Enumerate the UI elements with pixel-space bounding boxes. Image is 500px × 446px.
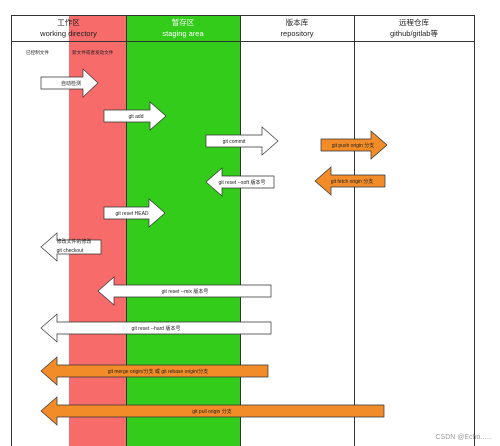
header-subtitle: staging area: [162, 28, 204, 38]
header-remote: 远程仓库 github/gitlab等: [354, 15, 474, 41]
arrow-label: 自动检测: [61, 80, 81, 87]
arrow-git-pull: git pull origin 分支: [40, 396, 385, 426]
arrow-git-reset-hard: git reset --hard 版本号: [40, 313, 272, 343]
arrow-label: git reset --hard 版本号: [132, 325, 181, 332]
arrow-label: git checkout: [57, 248, 84, 254]
column-border: [354, 15, 355, 446]
header-divider: [11, 41, 474, 42]
arrow-git-reset-mix: git reset --mix 版本号: [97, 276, 272, 306]
note-tracked-files: 已控制文件: [26, 50, 49, 55]
header-repository: 版本库 repository: [240, 15, 354, 41]
header-working-directory: 工作区 working directory: [11, 15, 126, 41]
note-new-or-modified: 新文件或者发动文件: [72, 50, 114, 55]
column-border: [11, 15, 12, 446]
arrow-git-add: git add: [103, 101, 167, 131]
arrow-git-checkout: 修改文件的修改 git checkout: [40, 232, 102, 262]
header-subtitle: github/gitlab等: [390, 28, 438, 38]
header-title: 工作区: [57, 18, 80, 27]
arrow-git-merge-rebase: git merge origin/分支 或 git rebase origin/…: [40, 356, 269, 386]
arrow-git-reset-head: git reset HEAD: [103, 198, 166, 228]
header-staging-area: 暂存区 staging area: [126, 15, 240, 41]
arrow-label: git add: [128, 114, 143, 120]
header-title: 版本库: [285, 18, 309, 27]
arrow-label: git push origin 分支: [332, 142, 375, 149]
arrow-auto-detect: 自动检测: [40, 68, 99, 98]
arrow-label: git commit: [223, 139, 246, 145]
arrow-label: git pull origin 分支: [192, 408, 231, 415]
header-subtitle: working directory: [40, 28, 97, 38]
arrow-label: git reset HEAD: [115, 211, 148, 217]
arrow-git-reset-soft: git reset --soft 版本号: [205, 167, 275, 197]
arrow-label: git reset --soft 版本号: [219, 179, 266, 186]
watermark: CSDN @Echo......: [435, 434, 492, 441]
arrow-git-fetch: git fetch origin 分支: [314, 166, 386, 196]
arrow-label: git fetch origin 分支: [331, 178, 374, 185]
arrow-label: git merge origin/分支 或 git rebase origin/…: [108, 368, 209, 375]
header-title: 暂存区: [171, 18, 195, 27]
header-title: 远程仓库: [399, 18, 429, 27]
arrow-git-push: git push origin 分支: [320, 130, 388, 160]
column-border: [126, 15, 127, 446]
header-subtitle: repository: [280, 28, 314, 38]
column-border: [474, 15, 475, 446]
arrow-label: git reset --mix 版本号: [162, 288, 209, 295]
arrow-git-commit: git commit: [205, 126, 279, 156]
column-border: [240, 15, 241, 446]
arrow-label: 修改文件的修改: [56, 238, 91, 245]
top-border: [11, 15, 474, 16]
